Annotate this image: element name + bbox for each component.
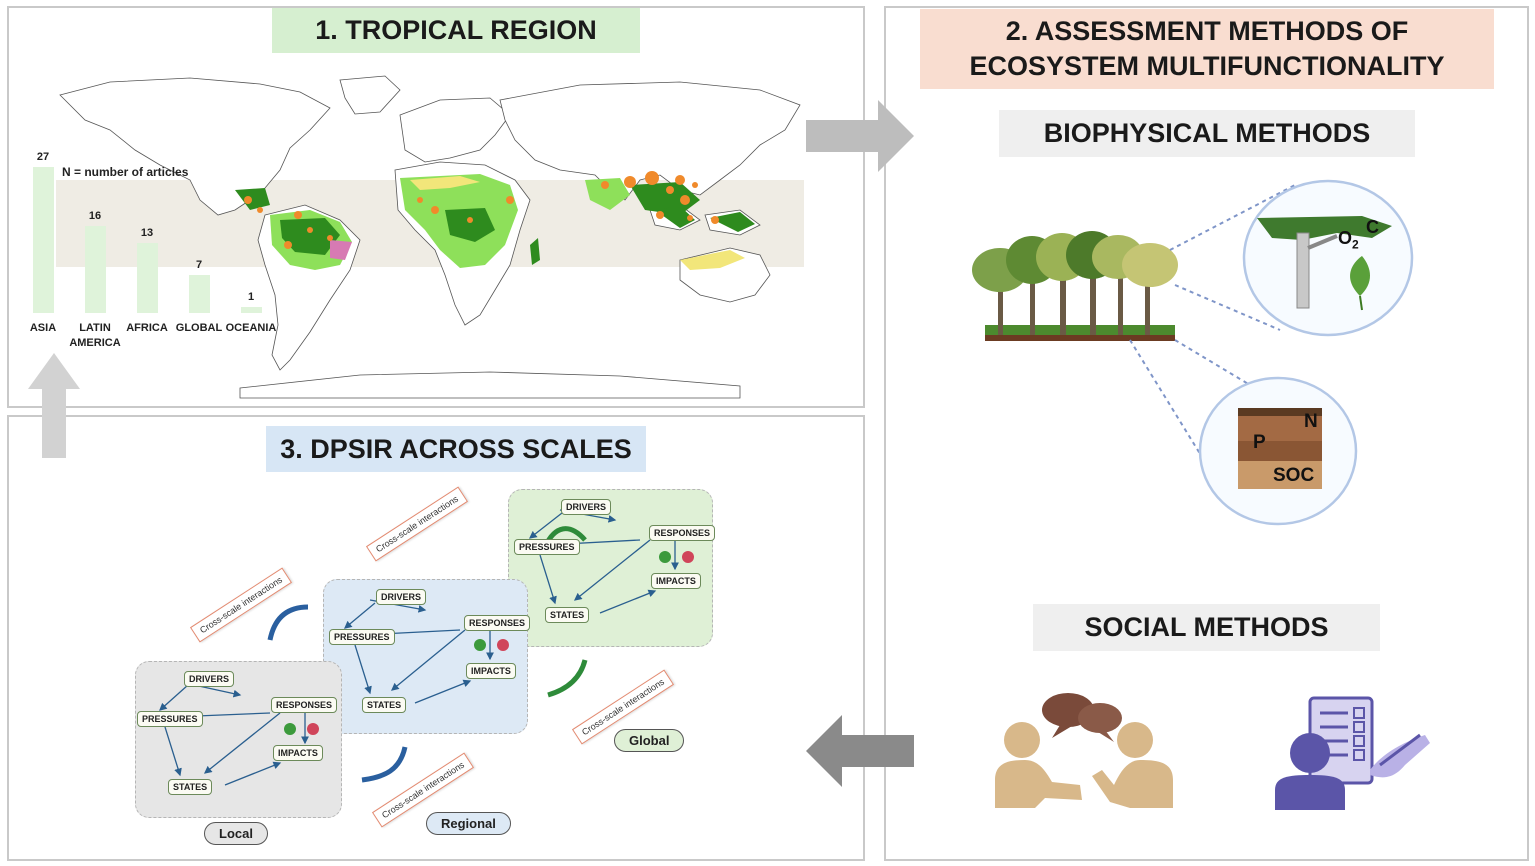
local-impacts-node: IMPACTS — [273, 745, 323, 761]
assessment-title-line2: ECOSYSTEM MULTIFUNCTIONALITY — [969, 51, 1445, 81]
local-pressures-node: PRESSURES — [137, 711, 203, 727]
assessment-title-line1: 2. ASSESSMENT METHODS OF — [1005, 16, 1409, 46]
interview-icon — [995, 693, 1173, 808]
chart-title: N = number of articles — [62, 165, 189, 179]
bar-oceania — [240, 307, 262, 313]
global-responses-node: RESPONSES — [649, 525, 716, 541]
assessment-title: 2. ASSESSMENT METHODS OF ECOSYSTEM MULTI… — [920, 9, 1494, 89]
soil-n-label: N — [1304, 411, 1318, 432]
dpsir-arrows — [159, 509, 694, 786]
soil-nutrients-circle — [1198, 376, 1358, 526]
biophysical-methods-title: BIOPHYSICAL METHODS — [999, 110, 1415, 157]
bar-value-label: 1 — [247, 291, 255, 303]
bar-africa — [136, 242, 158, 313]
scale-regional: Regional — [426, 812, 511, 835]
bar-latin-america — [84, 226, 106, 313]
scale-global: Global — [614, 729, 685, 752]
regional-states-node: STATES — [362, 697, 407, 713]
soil-soc-label: SOC — [1273, 465, 1315, 486]
local-responses-node: RESPONSES — [271, 697, 338, 713]
canopy-c-label: C — [1366, 217, 1379, 237]
canopy-o2-subscript: 2 — [1352, 237, 1359, 252]
bar-value-label: 16 — [88, 210, 102, 223]
bar-global — [188, 275, 210, 313]
social-methods-title: SOCIAL METHODS — [1033, 604, 1380, 651]
local-states-node: STATES — [168, 779, 213, 795]
local-drivers-node: DRIVERS — [184, 671, 235, 687]
bar-category-label: ASIA — [29, 322, 57, 334]
bar-value-label: 13 — [140, 226, 154, 239]
bar-category-label: AFRICA — [126, 322, 168, 334]
soil-p-label: P — [1253, 432, 1266, 453]
global-states-node: STATES — [545, 607, 590, 623]
global-impacts-node: IMPACTS — [651, 573, 701, 589]
canopy-o2-label: O2 — [1338, 228, 1359, 252]
flow-arrow-left — [806, 715, 914, 787]
flow-arrow-right — [806, 100, 914, 172]
bar-asia — [32, 167, 54, 313]
regional-drivers-node: DRIVERS — [376, 589, 427, 605]
regional-responses-node: RESPONSES — [464, 615, 531, 631]
global-drivers-node: DRIVERS — [561, 499, 612, 515]
zoom-connectors — [1129, 184, 1296, 471]
bar-value-label: 7 — [195, 259, 203, 272]
scale-local: Local — [204, 822, 268, 845]
regional-impacts-node: IMPACTS — [466, 663, 516, 679]
bar-category-label: GLOBAL — [175, 322, 223, 334]
global-pressures-node: PRESSURES — [514, 539, 580, 555]
canopy-gas-circle — [1242, 179, 1414, 337]
world-map — [56, 75, 804, 399]
survey-icon — [1275, 696, 1430, 810]
forest-illustration — [972, 231, 1178, 341]
tropical-region-title: 1. TROPICAL REGION — [272, 8, 640, 53]
dpsir-title: 3. DPSIR ACROSS SCALES — [266, 426, 646, 472]
regional-pressures-node: PRESSURES — [329, 629, 395, 645]
bar-category-label: OCEANIA — [225, 322, 277, 334]
bar-value-label: 27 — [36, 151, 50, 163]
flow-arrow-up — [28, 353, 80, 458]
canopy-o-label: O — [1338, 228, 1353, 248]
